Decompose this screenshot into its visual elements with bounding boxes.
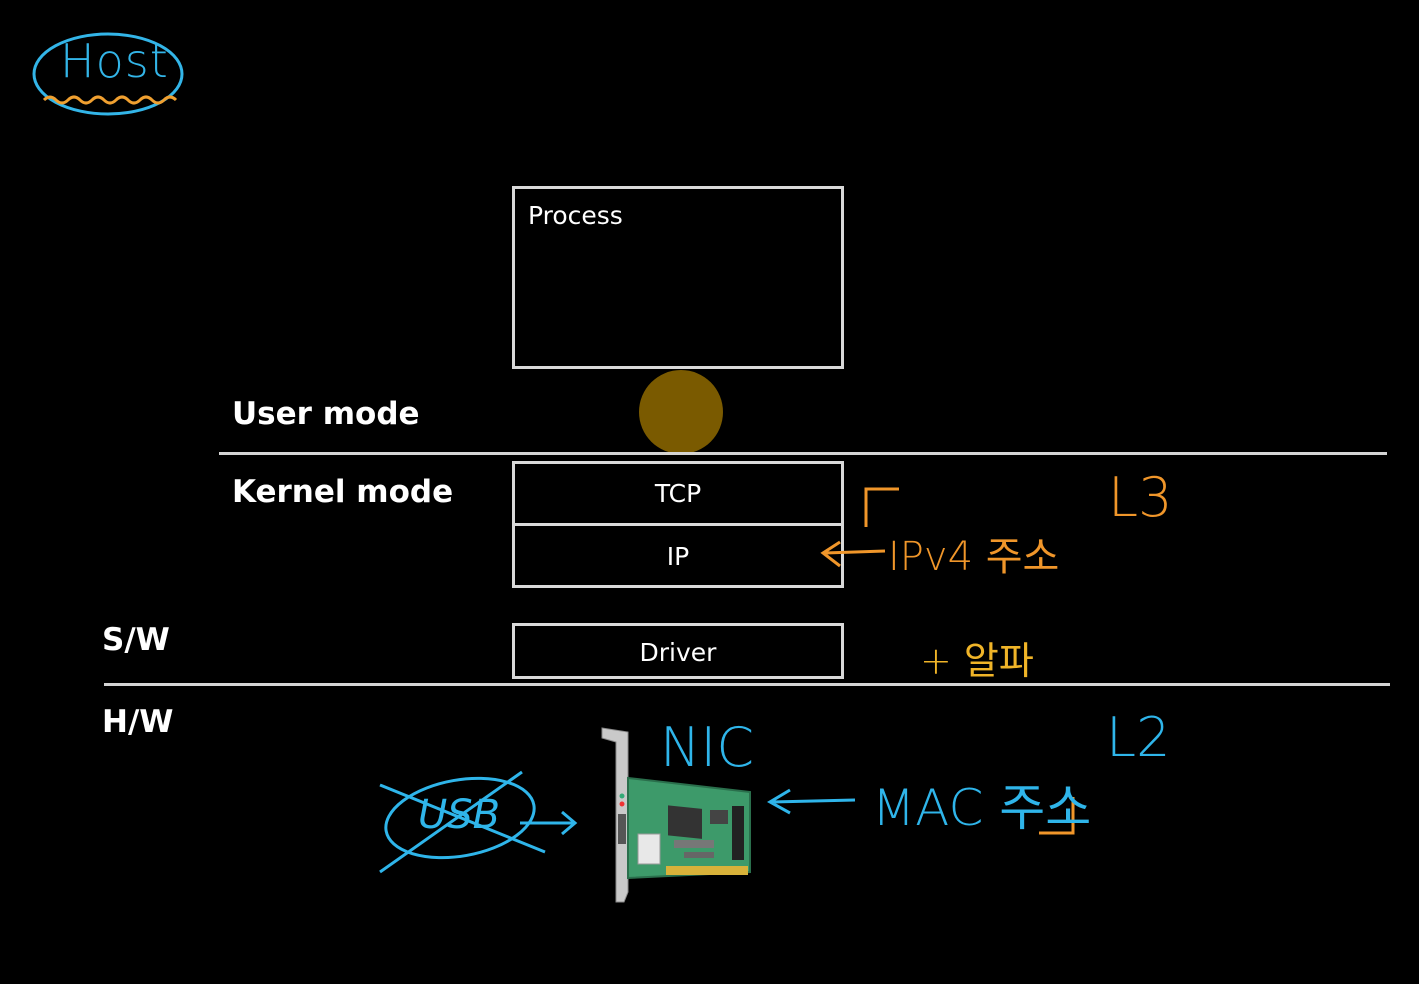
process-label: Process xyxy=(528,201,623,230)
driver-label: Driver xyxy=(639,638,717,667)
user-mode-label: User mode xyxy=(232,396,420,432)
ip-box: IP xyxy=(512,523,844,588)
host-tag-ellipse xyxy=(32,32,184,116)
user-kernel-divider xyxy=(219,452,1387,455)
nic-annotation: NIC xyxy=(660,716,755,779)
usb-arrow xyxy=(520,810,578,836)
l3-annotation: L3 xyxy=(1108,466,1173,529)
hardware-label: H/W xyxy=(102,704,174,740)
mac-arrow xyxy=(766,788,856,815)
ipv4-annotation: IPv4 주소 xyxy=(888,534,1060,580)
tcp-box: TCP xyxy=(512,461,844,526)
process-box: Process xyxy=(512,186,844,369)
sw-hw-divider xyxy=(104,683,1390,686)
bracket-open xyxy=(864,487,899,527)
network-card-icon xyxy=(598,722,756,904)
host-tag: Host xyxy=(30,28,190,123)
host-tag-text: Host xyxy=(60,34,169,88)
usb-annotation: USB xyxy=(418,792,501,838)
pointer-highlight xyxy=(639,370,723,454)
software-label: S/W xyxy=(102,622,170,658)
l2-annotation: L2 xyxy=(1106,706,1171,769)
tcp-label: TCP xyxy=(654,479,702,508)
alpha-annotation: + 알파 xyxy=(920,639,1034,683)
mac-annotation: MAC 주소 xyxy=(872,779,1092,837)
kernel-mode-label: Kernel mode xyxy=(232,474,454,510)
ip-label: IP xyxy=(666,542,690,571)
driver-box: Driver xyxy=(512,623,844,679)
